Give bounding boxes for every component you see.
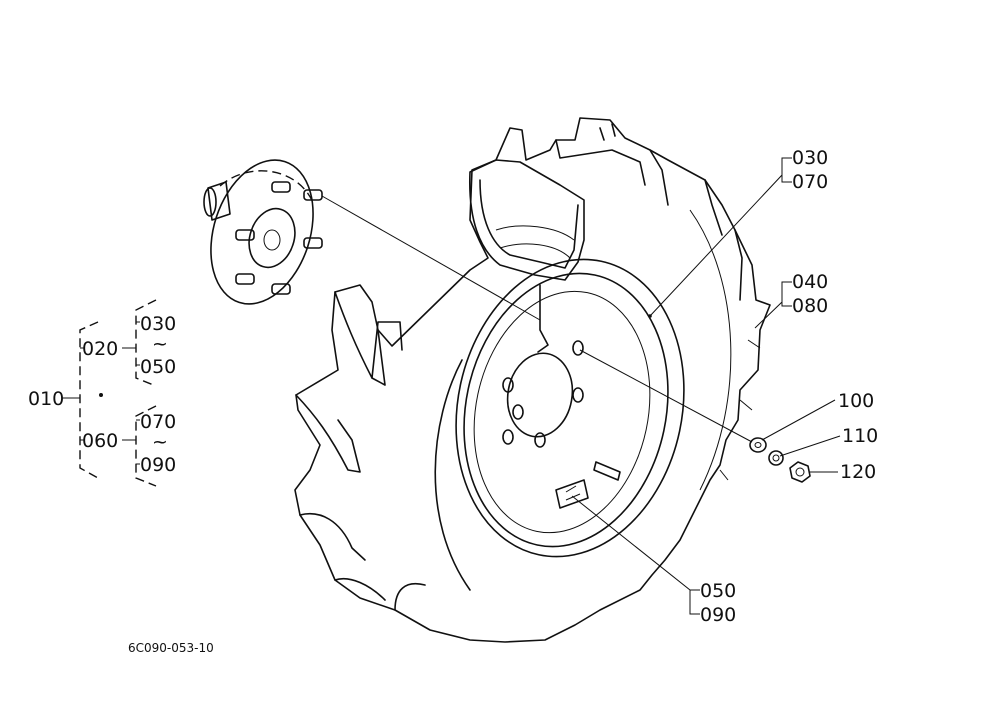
- callout-030: 030: [792, 147, 828, 169]
- callout-020-sub-bottom: 050: [140, 356, 176, 378]
- callout-060: 060: [82, 430, 118, 452]
- callout-080: 080: [792, 295, 828, 317]
- callout-070: 070: [792, 171, 828, 193]
- washer-100: [749, 437, 767, 453]
- callout-110: 110: [842, 425, 878, 447]
- leader-lines: [321, 157, 841, 615]
- callout-100: 100: [838, 390, 874, 412]
- spring-washer-110: [768, 450, 784, 466]
- callout-020-sub-tilde: ~: [152, 333, 168, 355]
- hub-studs: [235, 181, 323, 295]
- callout-040: 040: [792, 271, 828, 293]
- callout-120: 120: [840, 461, 876, 483]
- fastener-stack: [749, 437, 811, 483]
- tire: [294, 117, 771, 643]
- drawing-number: 6C090-053-10: [128, 641, 214, 655]
- wheel-rim: [455, 258, 685, 558]
- callout-090: 090: [700, 604, 736, 626]
- callout-060-sub-tilde: ~: [152, 431, 168, 453]
- parts-tree: [62, 299, 157, 487]
- tire-cross-section: [468, 159, 585, 353]
- callout-020-sub-top: 030: [140, 313, 176, 335]
- callout-050: 050: [700, 580, 736, 602]
- callout-010: 010: [28, 388, 64, 410]
- nut-120: [789, 461, 811, 483]
- callout-labels: 010 020 030 ~ 050 060 070 ~ 090 030 070 …: [28, 147, 878, 655]
- callout-060-sub-bottom: 090: [140, 454, 176, 476]
- wheel-hub: [203, 159, 323, 305]
- callout-020: 020: [82, 338, 118, 360]
- callout-060-sub-top: 070: [140, 411, 176, 433]
